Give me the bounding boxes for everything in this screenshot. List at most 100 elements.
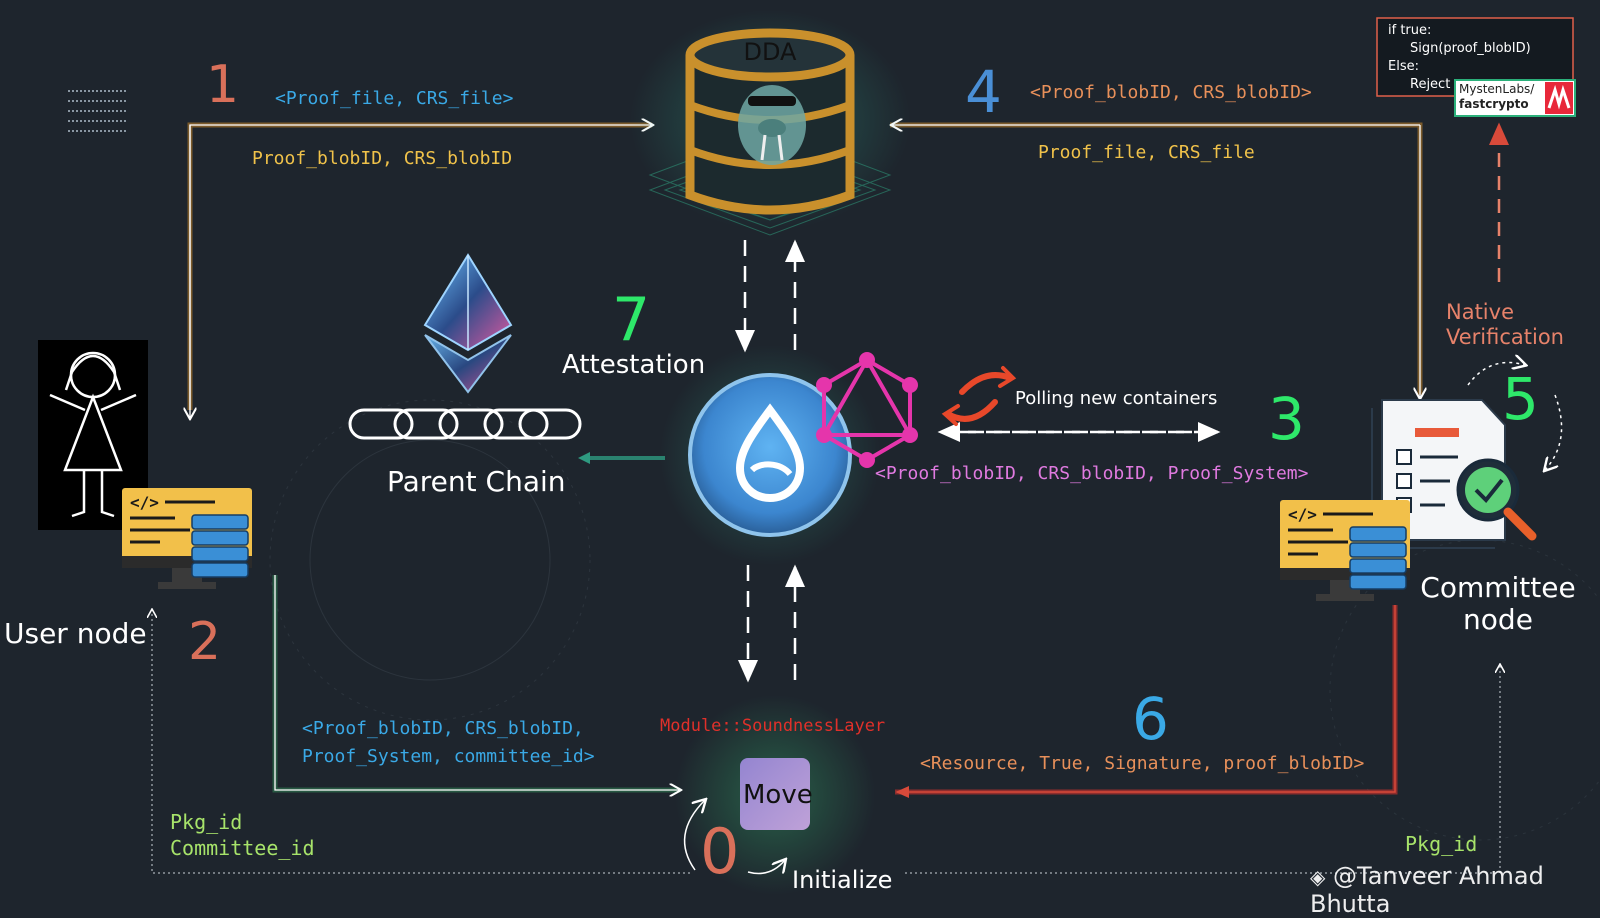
decor-dot — [108, 120, 110, 122]
initialize-label: Initialize — [792, 866, 893, 894]
flow-step2-line — [272, 575, 680, 790]
decor-dot — [96, 120, 98, 122]
pkg-right-label: Pkg_id — [1405, 832, 1478, 856]
attestation-label: Attestation — [562, 350, 706, 380]
step-6-number: 6 — [1132, 685, 1169, 753]
decor-dot — [68, 100, 70, 102]
step4-return-label: Proof_file, CRS_file — [1038, 142, 1255, 163]
decor-dot — [124, 120, 126, 122]
decor-dot — [108, 90, 110, 92]
decor-dot — [104, 130, 106, 132]
code-line-3: Else: — [1388, 59, 1419, 74]
user-node-label: User node — [4, 617, 147, 650]
decor-dot — [96, 130, 98, 132]
decor-dot — [68, 110, 70, 112]
decor-dot — [116, 90, 118, 92]
decor-dot — [116, 100, 118, 102]
ethereum-logo-icon — [423, 253, 513, 394]
decor-dot — [124, 100, 126, 102]
decor-dot — [76, 90, 78, 92]
decor-dot — [80, 130, 82, 132]
decor-dot — [104, 110, 106, 112]
sui-move-dashed-arrows — [738, 564, 805, 683]
decor-dot — [112, 120, 114, 122]
badge-line-2: fastcrypto — [1459, 97, 1529, 111]
decor-dot — [112, 90, 114, 92]
step-5-number: 5 — [1502, 365, 1539, 433]
fastcrypto-badge-text: MystenLabs/ fastcrypto — [1459, 82, 1534, 112]
decor-dot — [116, 110, 118, 112]
decor-dot — [80, 120, 82, 122]
decor-dot — [88, 110, 90, 112]
decor-dot — [72, 110, 74, 112]
dda-database-icon — [630, 10, 910, 236]
pkg-left-line2: Committee_id — [170, 836, 315, 860]
decor-dot — [108, 110, 110, 112]
decor-dot — [88, 90, 90, 92]
decor-dot — [104, 100, 106, 102]
dots-decor — [68, 90, 126, 132]
decor-dot — [100, 120, 102, 122]
decor-dot — [84, 120, 86, 122]
walrus-mascot-icon — [738, 85, 806, 165]
watermark-text: @Tanveer Ahmad Bhutta — [1310, 862, 1544, 918]
decor-dot — [112, 110, 114, 112]
decor-dot — [72, 120, 74, 122]
decor-dot — [112, 130, 114, 132]
decor-dot — [104, 120, 106, 122]
code-box-text: if true: Sign(proof_blobID) Else: Reject — [1388, 22, 1531, 94]
step2-data-line1: <Proof_blobID, CRS_blobID, — [302, 718, 584, 739]
decor-dot — [120, 130, 122, 132]
pkg-left-line1: Pkg_id — [170, 810, 243, 834]
decor-dot — [124, 90, 126, 92]
decor-dot — [124, 110, 126, 112]
committee-server-icon: </> — [1280, 500, 1410, 601]
decor-dot — [96, 100, 98, 102]
step-4-number: 4 — [965, 58, 1002, 126]
chain-links-icon — [348, 408, 582, 440]
decor-dot — [96, 90, 98, 92]
flow-step6-line — [895, 605, 1398, 798]
decor-dot — [72, 90, 74, 92]
decor-dot — [92, 130, 94, 132]
decor-dot — [68, 120, 70, 122]
flow-step4-line — [890, 125, 1420, 398]
refresh-icon — [941, 366, 1017, 426]
step1-return-label: Proof_blobID, CRS_blobID — [252, 148, 513, 169]
decor-dot — [92, 90, 94, 92]
module-label: Module::SoundnessLayer — [660, 716, 886, 736]
decor-dot — [108, 100, 110, 102]
graphql-logo-icon — [816, 352, 918, 468]
step-2-number: 2 — [188, 612, 222, 672]
move-label: Move — [743, 780, 813, 810]
decor-dot — [68, 130, 70, 132]
decor-dot — [72, 130, 74, 132]
step-7-number: 7 — [612, 285, 651, 355]
code-line-4: Reject — [1410, 77, 1451, 92]
decor-dot — [76, 120, 78, 122]
step-3-number: 3 — [1268, 385, 1305, 453]
native-verification-line2: Verification — [1446, 325, 1564, 349]
decor-dot — [120, 90, 122, 92]
committee-report-icon — [1371, 399, 1537, 549]
pkg-dotted-lines — [152, 610, 1500, 874]
decor-dot — [100, 110, 102, 112]
parent-chain-label: Parent Chain — [387, 465, 566, 498]
watermark-logo-icon: ◈ — [1310, 865, 1326, 889]
decor-dot — [88, 100, 90, 102]
decor-dot — [92, 120, 94, 122]
committee-node-label: Committee node — [1398, 572, 1598, 636]
decor-dot — [104, 90, 106, 92]
step4-request-label: <Proof_blobID, CRS_blobID> — [1030, 82, 1312, 103]
decor-dot — [120, 110, 122, 112]
decor-dot — [84, 90, 86, 92]
decor-dot — [88, 120, 90, 122]
decor-dot — [84, 110, 86, 112]
decor-dot — [76, 130, 78, 132]
step-1-number: 1 — [206, 55, 240, 115]
code-line-1: if true: — [1388, 23, 1432, 38]
decor-dot — [80, 100, 82, 102]
decor-dot — [84, 100, 86, 102]
decor-dot — [120, 120, 122, 122]
